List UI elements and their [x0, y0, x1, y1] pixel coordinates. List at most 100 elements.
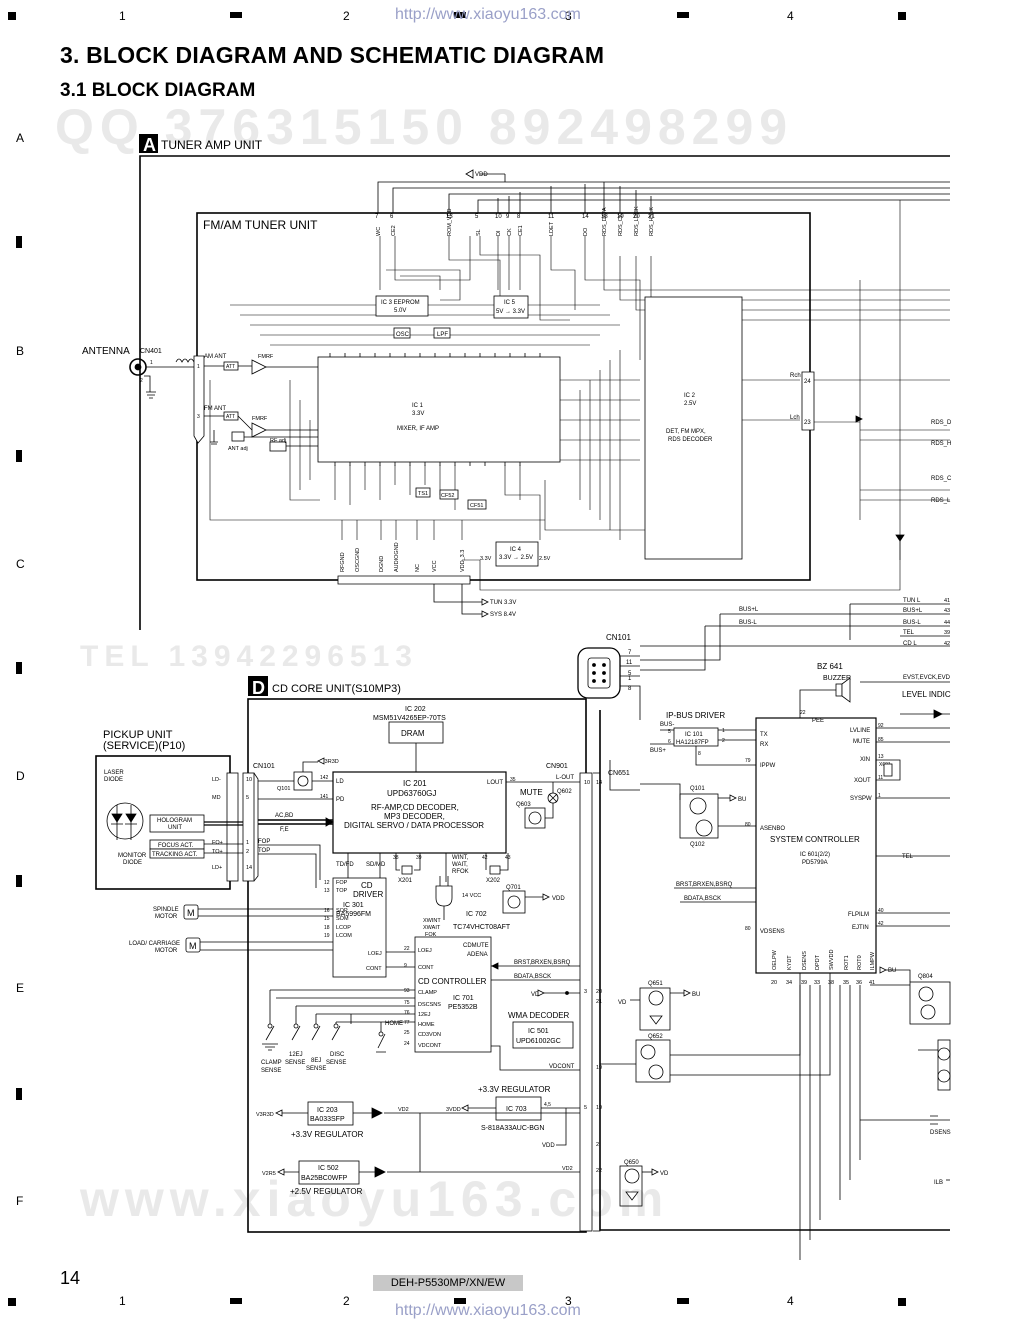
svg-text:1: 1 — [150, 360, 153, 366]
svg-text:CF52: CF52 — [441, 493, 454, 499]
cf51 — [467, 499, 487, 510]
ic601-bottom-pin-label: DPDT — [815, 954, 821, 970]
svg-text:MONITOR: MONITOR — [118, 853, 147, 859]
svg-text:79: 79 — [745, 758, 751, 764]
ic301-driver — [332, 877, 387, 978]
svg-text:CONT: CONT — [366, 966, 382, 972]
svg-text:LVLINE: LVLINE — [850, 728, 870, 734]
svg-text:3VDD: 3VDD — [446, 1107, 461, 1113]
ic601-bottom-pin-number: 36 — [856, 980, 862, 986]
svg-text:CF51: CF51 — [470, 503, 483, 509]
svg-text:PD5799A: PD5799A — [802, 860, 828, 866]
pickup-signal-label: FO+ — [212, 840, 223, 846]
connector-pin-number: 22 — [596, 1168, 602, 1174]
svg-text:TS1: TS1 — [418, 491, 428, 497]
ic701-pin-label: LOEJ — [418, 948, 432, 954]
bus-signal-label: BUS-L — [903, 620, 921, 626]
tuner-top-pin-number: 6 — [390, 214, 394, 220]
ic301-pin-number: 15 — [324, 916, 330, 922]
q101-q102: Q101 Q102 BU — [640, 783, 756, 848]
svg-text:VDD: VDD — [552, 896, 565, 902]
svg-text:SYS 8.4V: SYS 8.4V — [490, 612, 516, 618]
connector-pin-number: 21 — [596, 999, 602, 1005]
registration-mark — [16, 1088, 22, 1100]
ic701-pin-number: 76 — [404, 1010, 410, 1016]
svg-text:ADENA: ADENA — [467, 952, 488, 958]
svg-text:Q651: Q651 — [648, 981, 663, 987]
svg-text:MP3 DECODER,: MP3 DECODER, — [384, 812, 445, 821]
vdd-arrow: VDD — [465, 169, 488, 179]
svg-text:EJTIN: EJTIN — [852, 925, 869, 931]
svg-text:UNIT: UNIT — [168, 825, 182, 831]
tuner-internal-wiring — [209, 200, 950, 591]
ic301-pin-label: FOP — [336, 880, 348, 886]
svg-text:IC 4: IC 4 — [510, 547, 522, 553]
page-number: 14 — [60, 1268, 81, 1288]
bus-pin-number: 44 — [944, 620, 950, 626]
svg-text:CN101: CN101 — [253, 763, 275, 770]
svg-text:LOEJ: LOEJ — [368, 951, 382, 957]
row-letter: D — [16, 769, 25, 783]
ic3-eeprom — [375, 295, 429, 317]
tuner-top-pin-label: RDS_DATA — [602, 207, 608, 236]
unit-d-letter: D — [252, 678, 265, 698]
tuner-top-pin-label: CK — [507, 228, 513, 236]
tuner-bottom-pin-label: RFGND — [340, 552, 346, 572]
tuner-top-pin-number: 11 — [548, 214, 555, 220]
osc-block — [393, 327, 411, 339]
svg-text:HOME: HOME — [385, 1021, 403, 1027]
ic601-bottom-pin-label: ROT0 — [857, 955, 863, 970]
svg-text:1: 1 — [878, 793, 881, 799]
watermark-qq: QQ 376315150 892498299 — [55, 99, 794, 155]
svg-text:11: 11 — [878, 775, 883, 781]
registration-mark — [16, 875, 22, 887]
svg-text:42: 42 — [878, 921, 884, 927]
svg-text:BZ 641: BZ 641 — [817, 662, 843, 671]
tuner-top-pin-number: 18 — [601, 214, 608, 220]
cd-cn901 — [579, 772, 593, 1232]
vd-feed: VD — [531, 989, 580, 998]
svg-text:3.3V → 2.5V: 3.3V → 2.5V — [499, 555, 533, 561]
svg-text:TD/FD: TD/FD — [336, 862, 354, 868]
svg-text:MOTOR: MOTOR — [155, 914, 178, 920]
bus-signal-label: TUN L — [903, 598, 921, 604]
ic701-pin-number: 24 — [404, 1041, 410, 1047]
registration-mark — [454, 1298, 466, 1304]
registration-mark — [16, 662, 22, 674]
pickup-connector — [226, 772, 239, 882]
svg-text:F,E: F,E — [280, 827, 289, 833]
watermark-www: www.xiaoyu163.com — [80, 1171, 670, 1227]
svg-text:TOP: TOP — [258, 848, 270, 854]
tuner-bottom-pin-label: OSCGND — [355, 548, 361, 572]
svg-text:LOAD/ CARRIAGE: LOAD/ CARRIAGE — [129, 941, 180, 947]
svg-text:5: 5 — [668, 729, 671, 735]
ic2-decoder — [644, 296, 743, 560]
tuner-top-pin-label: DI — [496, 230, 502, 236]
svg-text:PEE: PEE — [812, 718, 824, 724]
svg-text:AC,BD: AC,BD — [275, 813, 294, 819]
tuner-top-pin-number: 20 — [633, 214, 640, 220]
svg-text:ATT: ATT — [226, 364, 235, 370]
svg-text:4,5: 4,5 — [544, 1102, 551, 1108]
svg-text:RDS DECODER: RDS DECODER — [668, 437, 713, 443]
svg-text:TRACKING ACT.: TRACKING ACT. — [152, 852, 198, 858]
svg-text:ANT adj: ANT adj — [228, 446, 248, 452]
svg-text:CLAMP: CLAMP — [261, 1060, 282, 1066]
svg-text:XWAIT: XWAIT — [423, 925, 441, 931]
connector-pin-number: 10 — [584, 780, 590, 786]
ic601-bottom-pin-label: SWVDD — [829, 950, 835, 971]
svg-text:BDATA,BSCK: BDATA,BSCK — [684, 896, 721, 902]
svg-text:UPD63760GJ: UPD63760GJ — [387, 789, 436, 798]
model-number: DEH-P5530MP/XN/EW — [373, 1275, 523, 1291]
tuner-bottom-pin-label: VCC — [432, 560, 438, 572]
rds-signal-label: RDS_L — [931, 498, 951, 504]
svg-text:CN101: CN101 — [606, 633, 631, 642]
svg-text:Q804: Q804 — [918, 974, 933, 980]
svg-text:MIXER, IF AMP: MIXER, IF AMP — [397, 426, 439, 432]
svg-text:VD2: VD2 — [398, 1107, 409, 1113]
cn101-pin-number: 1 — [246, 840, 249, 846]
pickup-signal-label: MD — [212, 795, 221, 801]
registration-mark — [8, 12, 16, 20]
